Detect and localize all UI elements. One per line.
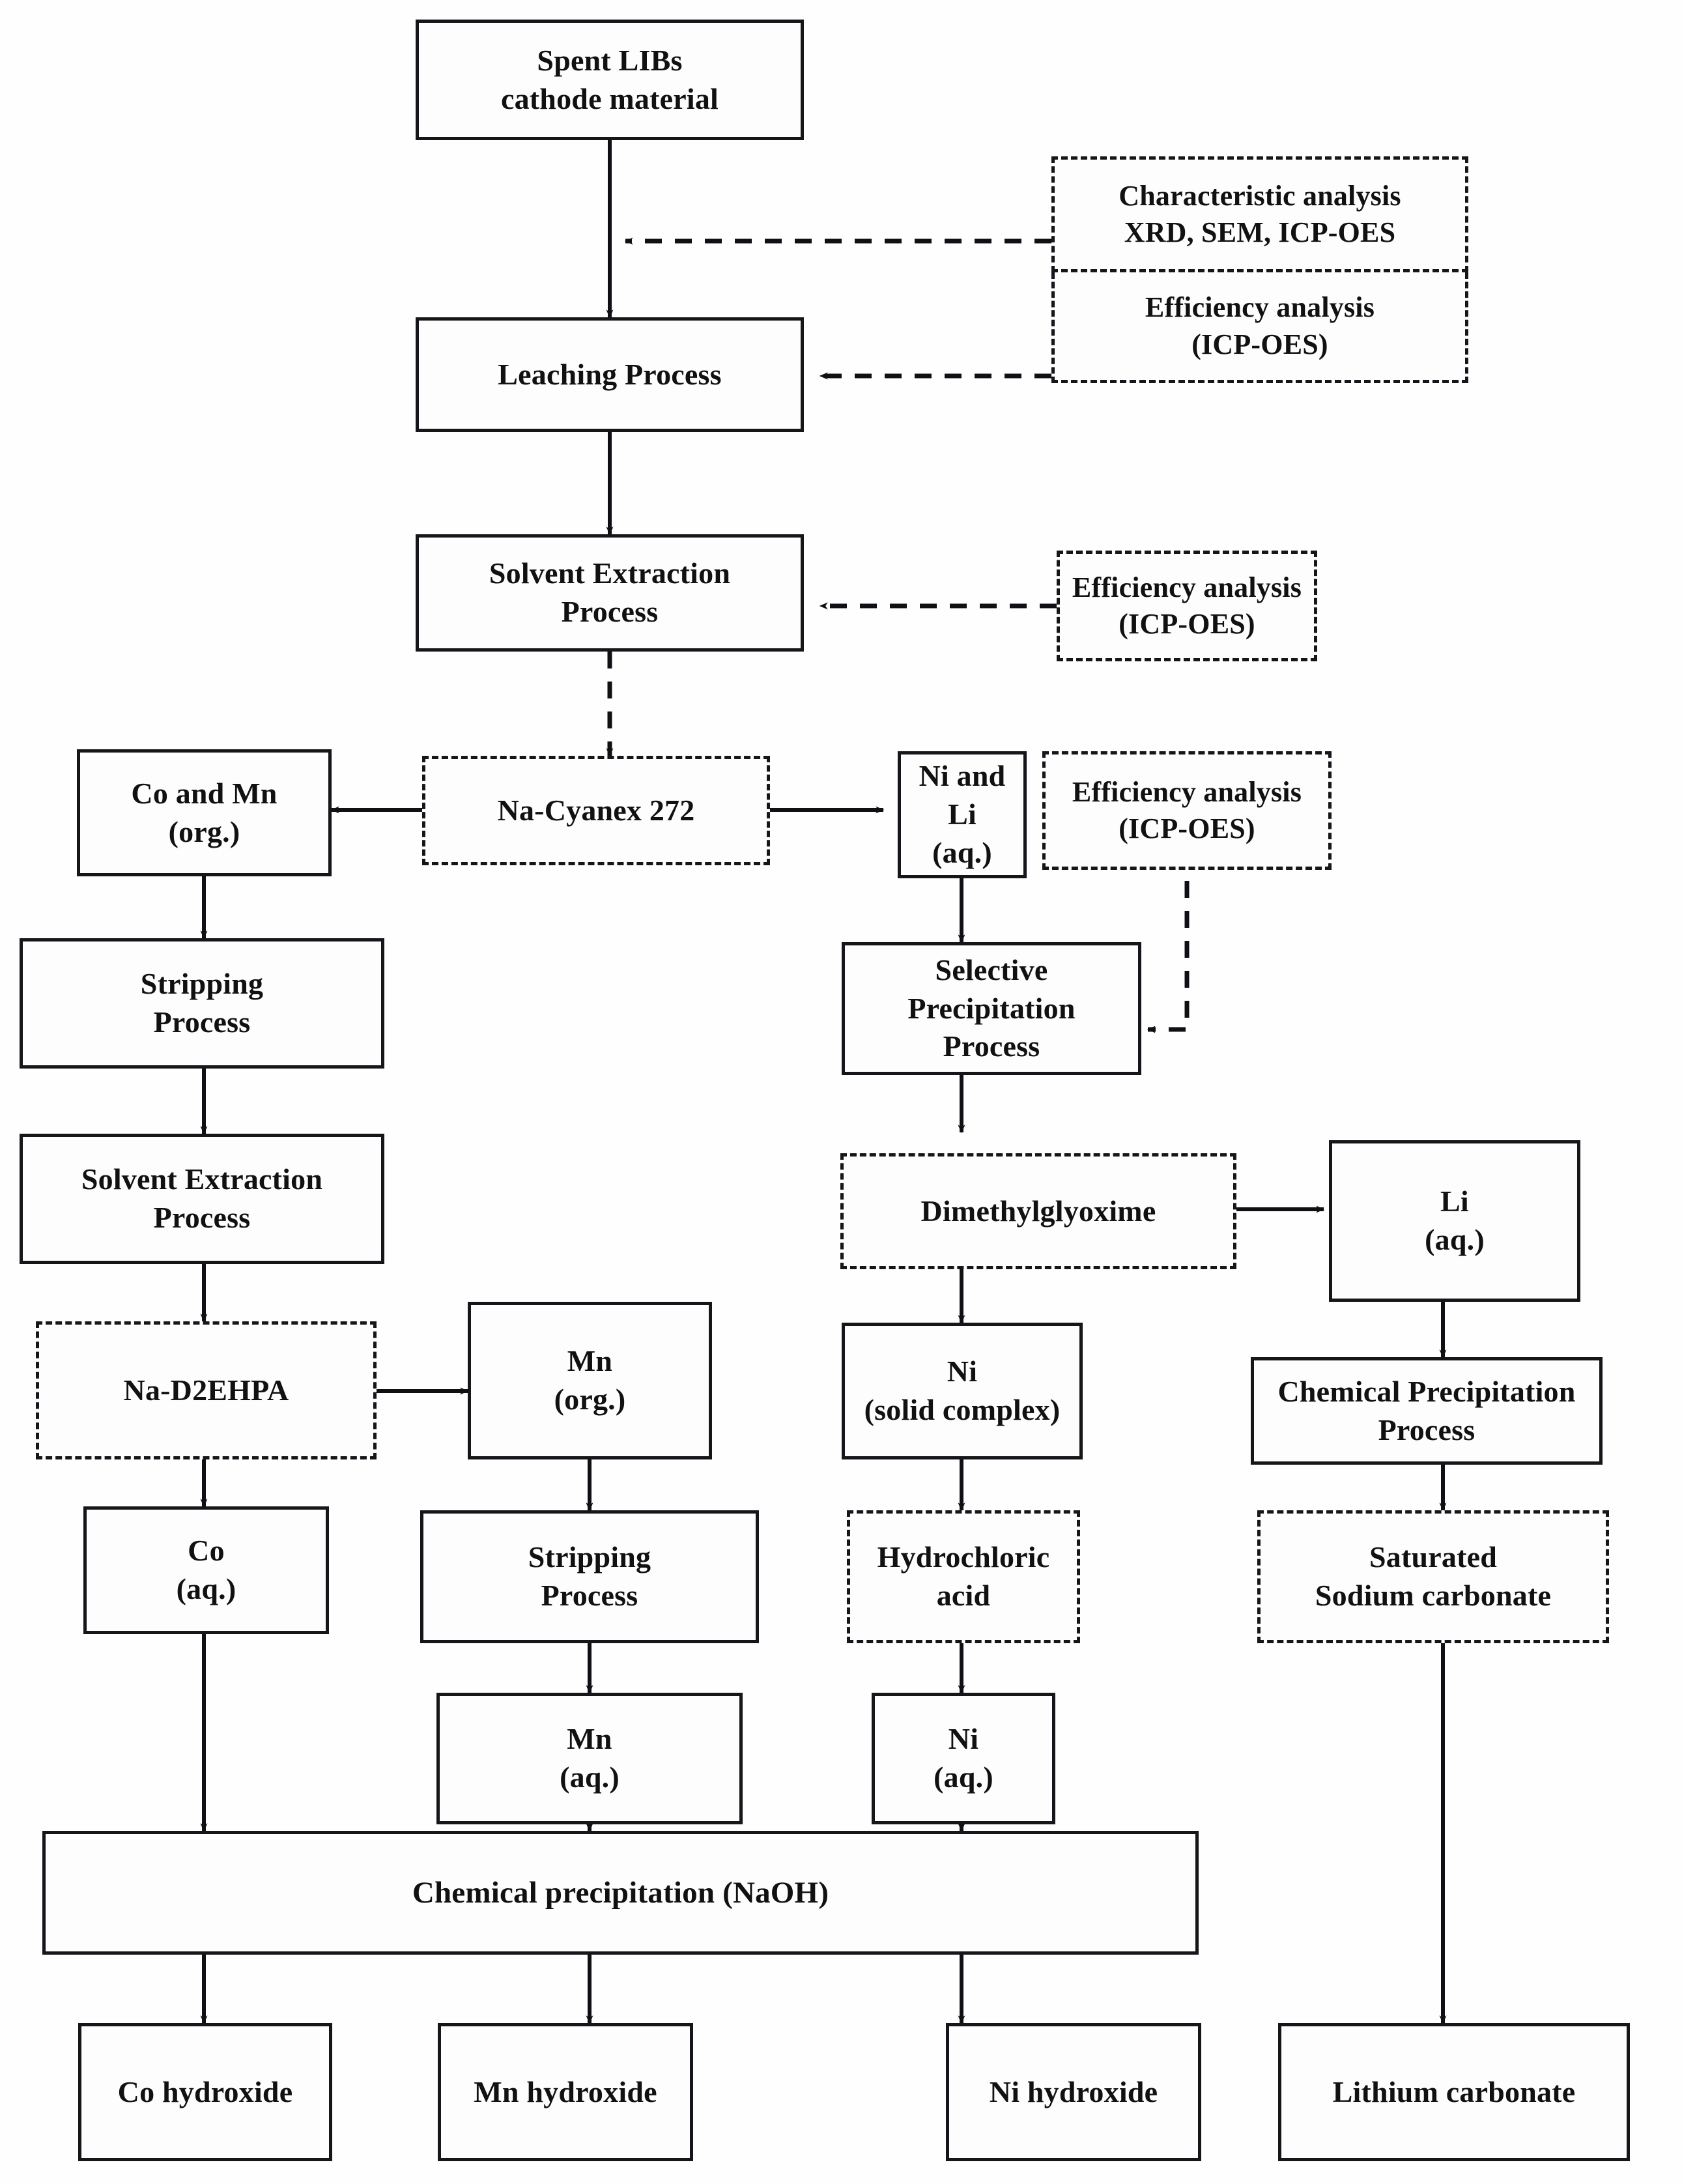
node-label: Ni hydroxide [989,2075,1158,2108]
node-label: Spent LIBs cathode material [500,43,719,115]
node-label: Na-Cyanex 272 [497,793,695,827]
node-saturated-sodium-carbonate[interactable]: Saturated Sodium carbonate [1257,1510,1609,1643]
node-label: Mn (org.) [554,1344,626,1416]
node-label: Selective Precipitation Process [907,953,1076,1063]
node-na-d2ehpa[interactable]: Na-D2EHPA [36,1321,377,1459]
node-ni-solid-complex[interactable]: Ni (solid complex) [842,1323,1083,1459]
node-label: Chemical precipitation (NaOH) [412,1875,829,1910]
node-chemical-precipitation-naoh[interactable]: Chemical precipitation (NaOH) [42,1831,1199,1955]
node-label: Mn hydroxide [474,2075,657,2108]
node-label: Efficiency analysis (ICP-OES) [1072,571,1302,640]
node-ni-and-li-aq[interactable]: Ni and Li (aq.) [898,751,1027,878]
node-label: Lithium carbonate [1332,2075,1576,2108]
node-ni-aq[interactable]: Ni (aq.) [872,1693,1055,1824]
node-leaching-process[interactable]: Leaching Process [416,317,804,432]
node-mn-org[interactable]: Mn (org.) [468,1302,712,1459]
node-label: Ni and Li (aq.) [919,759,1006,869]
node-label: Li (aq.) [1425,1185,1485,1256]
node-ni-hydroxide[interactable]: Ni hydroxide [946,2023,1201,2161]
node-spent-libs[interactable]: Spent LIBs cathode material [416,20,804,140]
node-stripping-process-2[interactable]: Stripping Process [420,1510,759,1643]
node-mn-aq[interactable]: Mn (aq.) [436,1693,743,1824]
node-stripping-process-1[interactable]: Stripping Process [20,938,384,1069]
node-co-hydroxide[interactable]: Co hydroxide [78,2023,332,2161]
node-characteristic-analysis[interactable]: Characteristic analysis XRD, SEM, ICP-OE… [1051,156,1468,272]
node-label: Stripping Process [528,1540,651,1612]
node-label: Hydrochloric acid [877,1540,1050,1612]
node-selective-precipitation-process[interactable]: Selective Precipitation Process [842,942,1141,1075]
node-hydrochloric-acid[interactable]: Hydrochloric acid [847,1510,1080,1643]
node-dimethylglyoxime[interactable]: Dimethylglyoxime [840,1153,1236,1269]
node-efficiency-analysis-solvent-extraction[interactable]: Efficiency analysis (ICP-OES) [1057,551,1317,661]
node-mn-hydroxide[interactable]: Mn hydroxide [438,2023,693,2161]
node-label: Ni (solid complex) [864,1355,1061,1426]
node-label: Mn (aq.) [560,1722,620,1794]
node-chemical-precipitation-process[interactable]: Chemical Precipitation Process [1251,1357,1603,1465]
node-efficiency-analysis-precipitation[interactable]: Efficiency analysis (ICP-OES) [1042,751,1332,870]
node-na-cyanex-272[interactable]: Na-Cyanex 272 [422,756,770,865]
node-label: Dimethylglyoxime [920,1194,1156,1228]
node-label: Solvent Extraction Process [81,1162,323,1234]
node-label: Co (aq.) [176,1534,236,1605]
node-label: Co hydroxide [117,2075,293,2108]
node-solvent-extraction-process-2[interactable]: Solvent Extraction Process [20,1134,384,1264]
node-label: Co and Mn (org.) [131,776,278,848]
node-label: Na-D2EHPA [123,1373,289,1407]
node-label: Solvent Extraction Process [489,556,731,628]
node-co-and-mn-org[interactable]: Co and Mn (org.) [77,749,332,876]
node-solvent-extraction-process-1[interactable]: Solvent Extraction Process [416,534,804,652]
node-efficiency-analysis-leaching[interactable]: Efficiency analysis (ICP-OES) [1051,272,1468,383]
node-label: Leaching Process [498,357,722,391]
node-label: Chemical Precipitation Process [1277,1374,1576,1446]
node-label: Efficiency analysis (ICP-OES) [1072,775,1302,844]
node-label: Characteristic analysis XRD, SEM, ICP-OE… [1119,179,1401,248]
node-label: Efficiency analysis (ICP-OES) [1145,291,1375,360]
node-label: Ni (aq.) [934,1722,993,1794]
node-co-aq[interactable]: Co (aq.) [83,1506,329,1634]
node-lithium-carbonate[interactable]: Lithium carbonate [1278,2023,1630,2161]
node-label: Stripping Process [140,967,264,1039]
node-label: Saturated Sodium carbonate [1315,1540,1552,1612]
node-li-aq[interactable]: Li (aq.) [1329,1140,1580,1302]
